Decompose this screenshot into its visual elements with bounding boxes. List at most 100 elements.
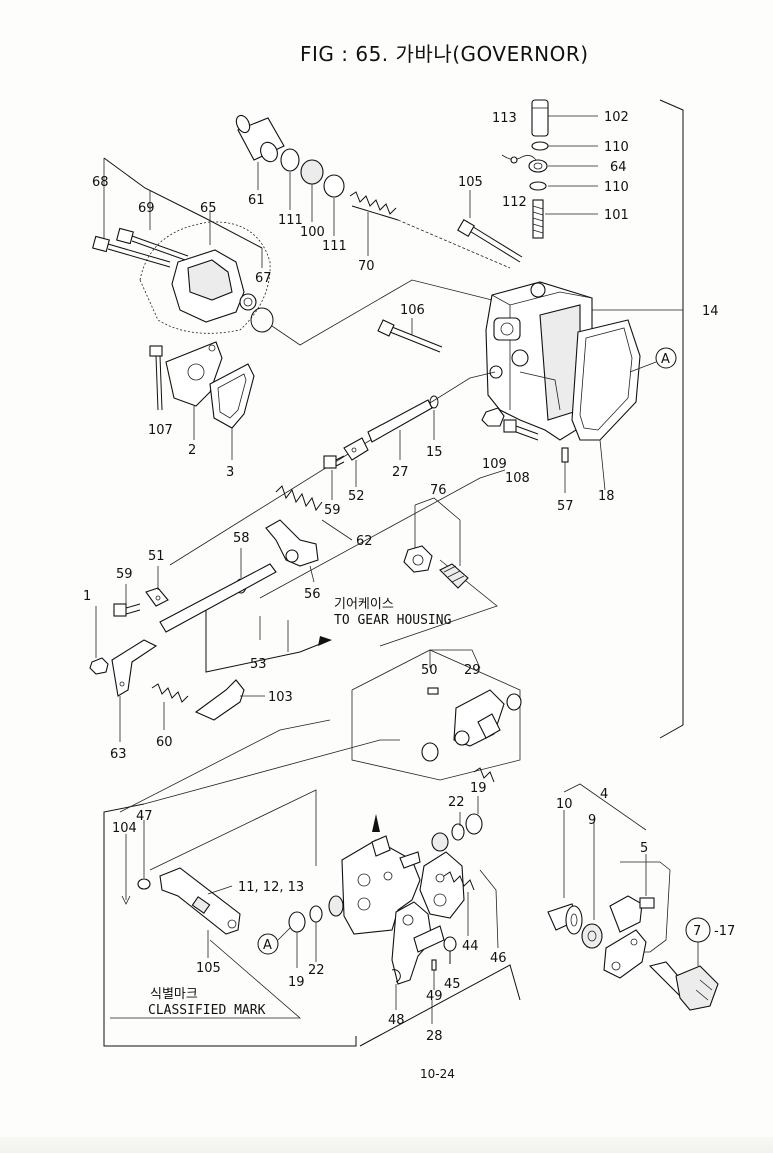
- part-29-washer-right: [506, 693, 522, 711]
- part-lower-collar: [328, 895, 344, 917]
- part-5-frame: [620, 861, 671, 953]
- callout-56: 56: [304, 587, 321, 602]
- part-53-lever-shaft: [159, 563, 277, 633]
- callout-60: 60: [156, 735, 173, 750]
- part-111-washer-a: [280, 148, 300, 172]
- part-113-wire-seal: [501, 154, 537, 164]
- callout-76: 76: [430, 483, 447, 498]
- callout-101: 101: [604, 208, 629, 223]
- callout-61: 61: [248, 193, 265, 208]
- callout-a-lower: A: [263, 938, 272, 953]
- callout-100: 100: [300, 225, 325, 240]
- part-11-12-13-lever: [159, 867, 241, 935]
- assembly-65-outline: [139, 221, 271, 334]
- callout-47: 47: [136, 809, 153, 824]
- leader-line-68-69: [103, 157, 263, 249]
- part-76-nut: [403, 545, 433, 573]
- part-bracket-spring: [473, 767, 495, 783]
- callout-29: 29: [464, 663, 481, 678]
- callout-45: 45: [444, 977, 461, 992]
- part-56-lever: [265, 519, 319, 567]
- callout-58: 58: [233, 531, 250, 546]
- part-9-gear: [581, 923, 603, 949]
- part-69-bolt: [116, 227, 189, 262]
- part-48-snap-ring: [391, 969, 401, 983]
- callout-111-a: 111: [278, 213, 303, 228]
- part-68-bolt: [92, 235, 171, 268]
- part-18-gasket: [571, 319, 641, 441]
- part-59-bolt-lower: [113, 603, 141, 617]
- part-27-shaft: [367, 399, 433, 443]
- callout-3: 3: [226, 465, 234, 480]
- leader-line-76: [414, 497, 461, 566]
- callout-68: 68: [92, 175, 109, 190]
- part-22-washer-upper: [451, 823, 465, 841]
- callout-19-lower: 19: [288, 975, 305, 990]
- callout-104: 104: [112, 821, 137, 836]
- callout-109: 109: [482, 457, 507, 472]
- callout-44: 44: [462, 939, 479, 954]
- part-29-bracket: [453, 689, 505, 747]
- callout-53: 53: [250, 657, 267, 672]
- callout-17: -17: [714, 924, 735, 939]
- part-110-washer-upper: [531, 141, 549, 151]
- part-collar-44: [431, 832, 449, 852]
- scan-edge: [0, 1137, 773, 1153]
- callout-57: 57: [557, 499, 574, 514]
- callout-107: 107: [148, 423, 173, 438]
- part-106-bolt: [377, 319, 443, 353]
- part-63-lever: [111, 639, 158, 697]
- part-60-spring: [151, 683, 189, 703]
- note-classified-mark-en: CLASSIFIED MARK: [148, 1003, 266, 1018]
- note-classified-mark-ko: 식별마크: [150, 987, 198, 1002]
- part-49-pin: [431, 959, 437, 971]
- classified-mark-leader: [110, 939, 302, 1019]
- callout-52: 52: [348, 489, 365, 504]
- part-50-pin: [427, 687, 439, 695]
- part-5-bracket: [609, 895, 655, 933]
- part-2-gasket: [165, 341, 223, 407]
- callout-110-lower: 110: [604, 180, 629, 195]
- part-3-gasket: [209, 363, 255, 429]
- part-108-bolt: [503, 419, 539, 441]
- part-10-bushing: [547, 903, 583, 935]
- callout-112: 112: [502, 195, 527, 210]
- part-44-spring: [443, 871, 475, 891]
- callout-27: 27: [392, 465, 409, 480]
- callout-59-lower: 59: [116, 567, 133, 582]
- bracket-29-frame: [351, 649, 521, 781]
- callout-18: 18: [598, 489, 615, 504]
- callout-63: 63: [110, 747, 127, 762]
- part-14-governor-housing: [485, 281, 593, 441]
- callout-9: 9: [588, 813, 596, 828]
- part-28-lever-plate: [391, 901, 445, 985]
- part-lever-plate-main: [341, 835, 421, 935]
- note-gear-housing-en: TO GEAR HOUSING: [334, 613, 452, 628]
- part-64-nut: [528, 159, 548, 173]
- callout-113: 113: [492, 111, 517, 126]
- part-105-bolt-top: [457, 219, 523, 263]
- direction-arrow: [318, 636, 332, 646]
- part-7-17-shaft: [648, 961, 719, 1011]
- callout-62: 62: [356, 534, 373, 549]
- callout-67: 67: [255, 271, 272, 286]
- callout-102: 102: [604, 110, 629, 125]
- callout-2: 2: [188, 443, 196, 458]
- lower-frame-left: [103, 803, 357, 1047]
- part-1-nut: [89, 657, 109, 675]
- callout-106: 106: [400, 303, 425, 318]
- reference-circle-a-lower: [257, 933, 279, 955]
- callout-105-lower: 105: [196, 961, 221, 976]
- callout-46: 46: [490, 951, 507, 966]
- callout-103: 103: [268, 690, 293, 705]
- upper-lower-link: [119, 719, 331, 813]
- callout-28: 28: [426, 1029, 443, 1044]
- part-plate-upper: [419, 851, 465, 919]
- part-100-collar: [300, 159, 324, 185]
- leader-line-4: [563, 783, 647, 831]
- callout-22-upper: 22: [448, 795, 465, 810]
- part-70-spring: [349, 191, 511, 269]
- part-59-bolt-upper: [323, 455, 345, 469]
